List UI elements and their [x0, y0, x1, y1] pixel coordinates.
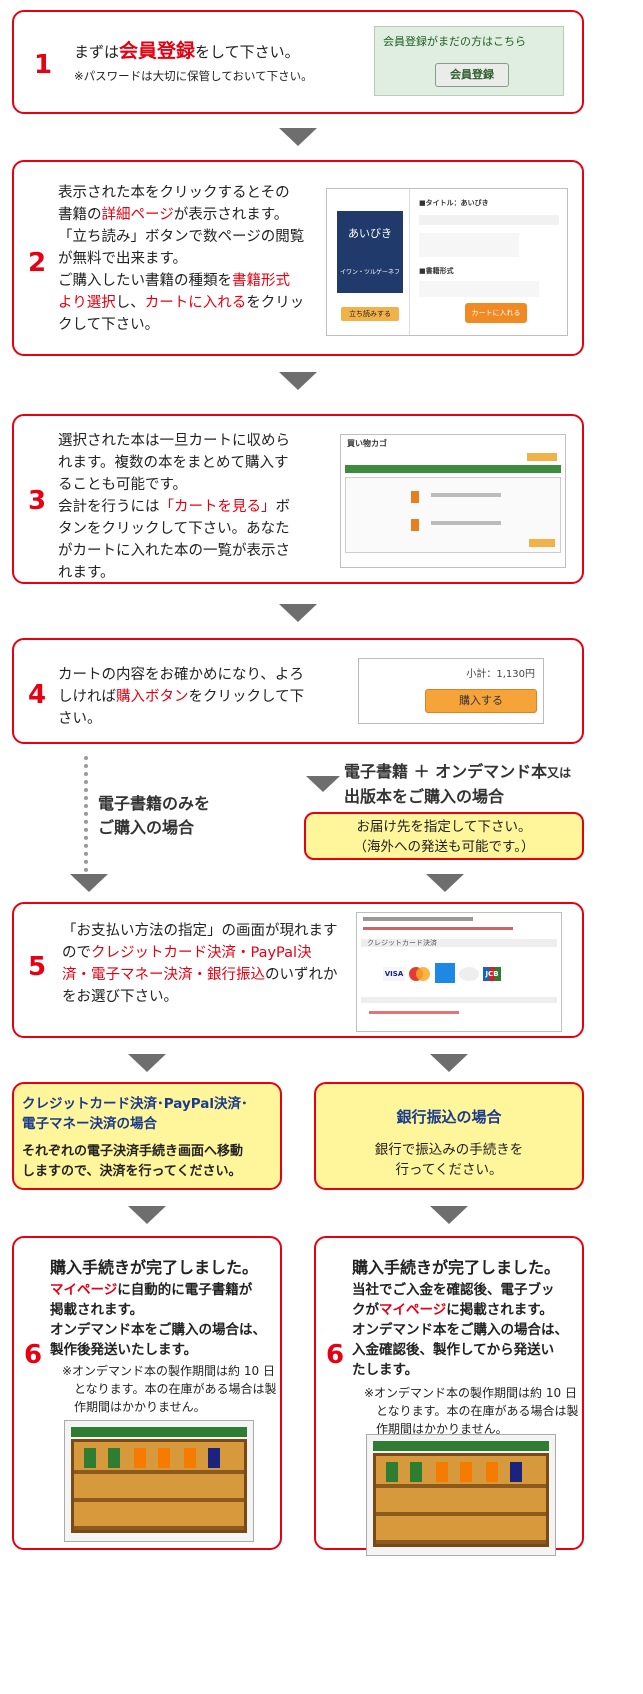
step-5-box: 5 「お支払い方法の指定」の画面が現れます のでクレジットカード決済・PayPa…: [12, 902, 584, 1038]
book-detail-screenshot: あいびき イワン・ツルゲーネフ 立ち読みする ■タイトル：あいびき ■書籍形式 …: [326, 188, 568, 336]
cart-title: 買い物カゴ: [347, 439, 387, 448]
step-1-text: まずは会員登録をして下さい。: [74, 40, 300, 62]
down-arrow-icon: [279, 604, 317, 622]
step-4-box: 4 カートの内容をお確かめになり、よろ しければ購入ボタンをクリックして下 さい…: [12, 638, 584, 744]
password-note: ※パスワードは大切に保管しておいて下さい。: [74, 69, 313, 83]
step-6-left-box: 6 購入手続きが完了しました。 マイページに自動的に電子書籍が 掲載されます。 …: [12, 1236, 282, 1550]
dotted-connector: [84, 756, 88, 872]
visa-logo: VISA: [383, 967, 405, 981]
preview-button[interactable]: 立ち読みする: [341, 307, 399, 321]
book-cover: あいびき イワン・ツルゲーネフ: [337, 211, 403, 293]
step-3-box: 3 選択された本は一旦カートに収めら れます。複数の本をまとめて購入す ることも…: [12, 414, 584, 584]
bank-transfer-text: 銀行で振込みの手続きを 行ってください。: [374, 1142, 524, 1178]
step-number: 6: [326, 1340, 345, 1370]
electronic-payment-text: それぞれの電子決済手続き画面へ移動 しますので、決済を行ってください。: [22, 1144, 244, 1179]
step-number: 4: [28, 680, 47, 710]
step-1-box: 1 まずは会員登録をして下さい。 ※パスワードは大切に保管しておいて下さい。 会…: [12, 10, 584, 114]
down-arrow-icon: [128, 1054, 166, 1072]
completion-heading: 購入手続きが完了しました。: [352, 1258, 561, 1277]
step-number: 1: [34, 50, 53, 80]
step-2-box: 2 表示された本をクリックするとその 書籍の詳細ページが表示されます。 「立ち読…: [12, 160, 584, 356]
bank-transfer-title: 銀行振込の場合: [396, 1108, 502, 1126]
credit-card-label: クレジットカード決済: [367, 939, 437, 947]
step-6-right-box: 6 購入手続きが完了しました。 当社でご入金を確認後、電子ブッ クがマイページに…: [314, 1236, 584, 1556]
member-registration-button[interactable]: 会員登録: [435, 63, 509, 87]
book-cover-author: イワン・ツルゲーネフ: [339, 269, 400, 276]
mypage-bookshelf-screenshot: [366, 1434, 556, 1556]
step-2-text: 表示された本をクリックするとその 書籍の詳細ページが表示されます。 「立ち読み」…: [58, 185, 305, 333]
jcb-logo: JCB: [483, 967, 501, 981]
ondemand-note: ※オンデマンド本の製作期間は約 10 日 となります。本の在庫がある場合は製 作…: [364, 1386, 579, 1436]
step-number: 2: [28, 248, 47, 278]
member-registration-highlight: 会員登録: [119, 40, 196, 62]
ebook-only-label: 電子書籍のみを ご購入の場合: [98, 794, 211, 837]
amex-logo-icon: [435, 963, 455, 983]
purchase-button[interactable]: 購入する: [425, 689, 537, 713]
down-arrow-icon: [279, 128, 317, 146]
diners-logo-icon: [459, 967, 479, 981]
purchase-panel: 小計：1,130円 購入する: [358, 658, 544, 724]
mastercard-logo-icon: [409, 967, 430, 981]
format-label: ■書籍形式: [419, 267, 454, 275]
step-5-text: 「お支払い方法の指定」の画面が現れます のでクレジットカード決済・PayPal決…: [62, 923, 338, 1005]
step-number: 5: [28, 952, 47, 982]
step-number: 3: [28, 486, 47, 516]
title-label: ■タイトル：あいびき: [419, 199, 489, 207]
step-6-left-text: マイページに自動的に電子書籍が 掲載されます。 オンデマンド本をご購入の場合は、…: [50, 1282, 266, 1358]
down-arrow-icon: [279, 372, 317, 390]
completion-heading: 購入手続きが完了しました。: [50, 1258, 259, 1277]
down-arrow-icon: [70, 874, 108, 892]
registration-panel: 会員登録がまだの方はこちら 会員登録: [374, 26, 564, 96]
mypage-bookshelf-screenshot: [64, 1420, 254, 1542]
electronic-payment-title: クレジットカード決済･PayPal決済･ 電子マネー決済の場合: [22, 1096, 248, 1132]
step-6-right-text: 当社でご入金を確認後、電子ブッ クがマイページに掲載されます。 オンデマンド本を…: [352, 1282, 568, 1378]
down-arrow-icon: [430, 1054, 468, 1072]
step-4-text: カートの内容をお確かめになり、よろ しければ購入ボタンをクリックして下 さい。: [58, 667, 305, 727]
down-arrow-icon: [128, 1206, 166, 1224]
ebook-and-ondemand-label: 電子書籍 ＋ オンデマンド本又は 出版本をご購入の場合: [344, 762, 572, 806]
add-to-cart-button[interactable]: カートに入れる: [465, 303, 527, 323]
electronic-payment-box: クレジットカード決済･PayPal決済･ 電子マネー決済の場合 それぞれの電子決…: [12, 1082, 282, 1190]
down-arrow-icon: [306, 776, 340, 792]
step-number: 6: [24, 1340, 43, 1370]
cart-screenshot: 買い物カゴ: [340, 434, 566, 568]
step-3-text: 選択された本は一旦カートに収めら れます。複数の本をまとめて購入す ることも可能…: [58, 433, 290, 581]
book-cover-title: あいびき: [348, 227, 392, 240]
delivery-address-box: お届け先を指定して下さい。 （海外への発送も可能です。）: [304, 812, 584, 860]
payment-method-screenshot: クレジットカード決済 VISA JCB: [356, 912, 562, 1032]
down-arrow-icon: [426, 874, 464, 892]
ondemand-note: ※オンデマンド本の製作期間は約 10 日 となります。本の在庫がある場合は製 作…: [62, 1364, 277, 1414]
down-arrow-icon: [430, 1206, 468, 1224]
registration-panel-caption: 会員登録がまだの方はこちら: [383, 35, 526, 48]
subtotal-text: 小計：1,130円: [466, 669, 535, 680]
bank-transfer-box: 銀行振込の場合 銀行で振込みの手続きを 行ってください。: [314, 1082, 584, 1190]
